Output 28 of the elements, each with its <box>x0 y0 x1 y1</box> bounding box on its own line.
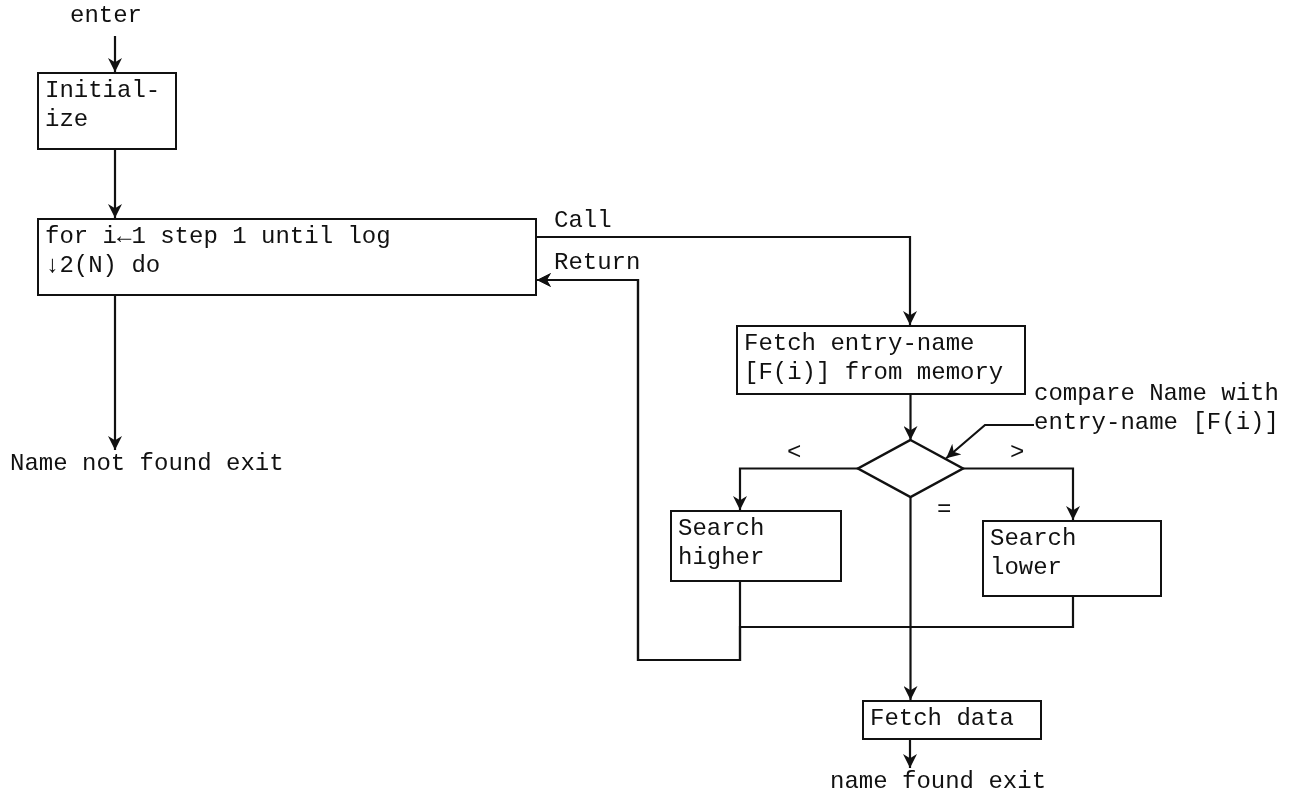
arrow <box>903 497 918 700</box>
box-text: Search higher <box>678 515 766 573</box>
arrow <box>537 273 1075 662</box>
decision-diamond <box>858 440 963 497</box>
arrow <box>108 150 122 218</box>
box-text: Initial-ize <box>45 77 162 135</box>
exit-label: Name not found exit <box>10 450 285 479</box>
arrow <box>108 36 122 72</box>
leader-line <box>945 423 1034 460</box>
arrow <box>108 296 122 450</box>
box-text: Fetch entry-name [F(i)] from memory <box>744 330 1005 388</box>
loop-box <box>37 218 537 296</box>
process-box <box>37 72 177 150</box>
process-box <box>670 510 842 582</box>
arrow <box>537 235 917 325</box>
callout-text: compare Name with entry-name [F(i)] <box>1034 380 1280 438</box>
arrow <box>903 740 917 768</box>
box-text: Fetch data <box>870 705 1016 734</box>
process-box <box>862 700 1042 740</box>
arrow <box>733 467 858 510</box>
process-box <box>982 520 1162 597</box>
process-box <box>736 325 1026 395</box>
box-text: for i←1 step 1 until log ↓2(N) do <box>45 223 392 281</box>
arrow <box>963 467 1080 520</box>
box-text: Search lower <box>990 525 1078 583</box>
start-label: enter <box>70 2 143 31</box>
exit-label: name found exit <box>830 768 1048 797</box>
arrow <box>903 395 918 440</box>
